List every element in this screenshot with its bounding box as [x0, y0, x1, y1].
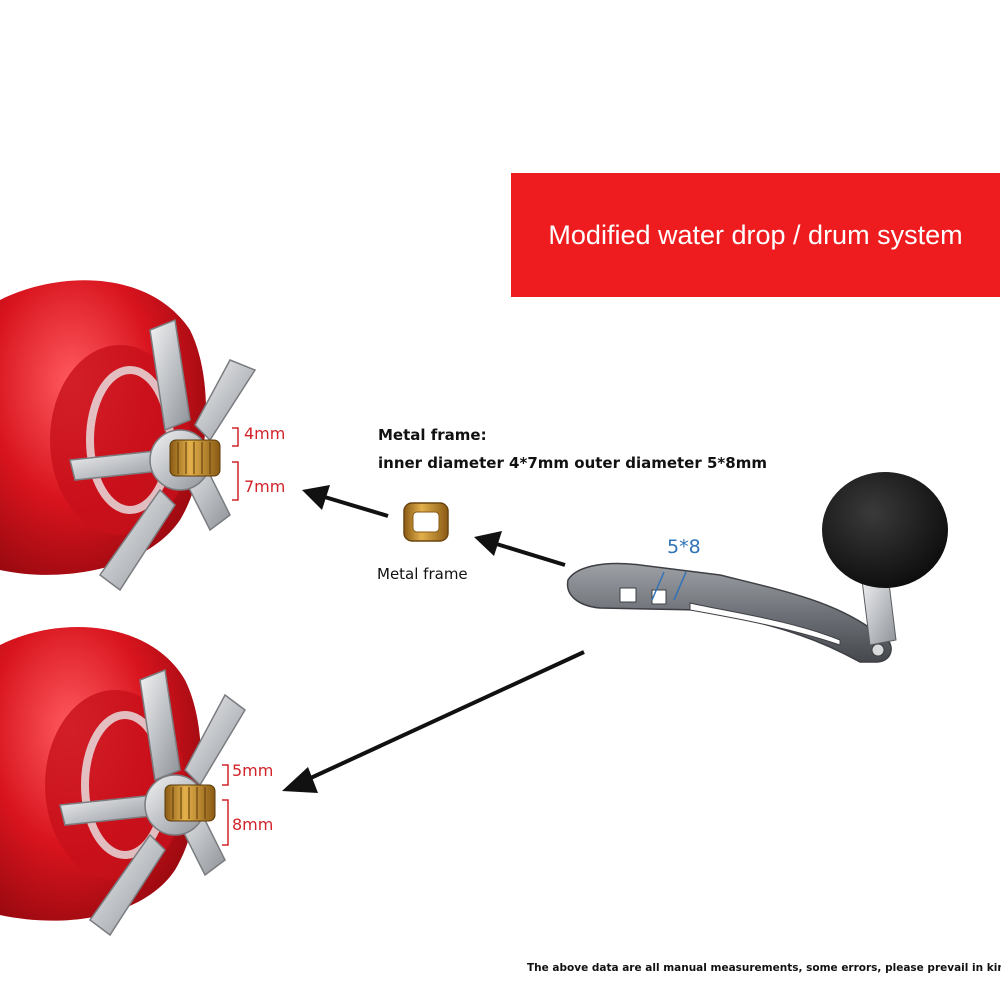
reel-bottom [0, 627, 246, 937]
star-drag-top [69, 318, 257, 592]
reel-top-inner-label: 4mm [244, 424, 286, 443]
handle-slot-label: 5*8 [667, 536, 701, 558]
metal-frame-caption: Metal frame [377, 565, 468, 583]
handle-knob [822, 472, 948, 588]
reel-bottom-inner-label: 5mm [232, 761, 274, 780]
reel-bottom-outer-label: 8mm [232, 815, 274, 834]
brass-nut-top [169, 439, 221, 477]
direction-arrows [282, 485, 585, 793]
brass-nut-bottom [164, 784, 216, 822]
footnote: The above data are all manual measuremen… [527, 962, 1001, 974]
metal-frame-spec: inner diameter 4*7mm outer diameter 5*8m… [378, 454, 767, 472]
metal-frame-part [403, 502, 449, 542]
title-banner: Modified water drop / drum system [511, 173, 1000, 297]
reel-top [0, 280, 257, 592]
reel-top-outer-label: 7mm [244, 477, 286, 496]
banner-title: Modified water drop / drum system [548, 219, 963, 250]
metal-frame-heading: Metal frame: [378, 426, 487, 444]
reel-handle [566, 472, 948, 663]
star-drag-bottom [59, 668, 246, 937]
